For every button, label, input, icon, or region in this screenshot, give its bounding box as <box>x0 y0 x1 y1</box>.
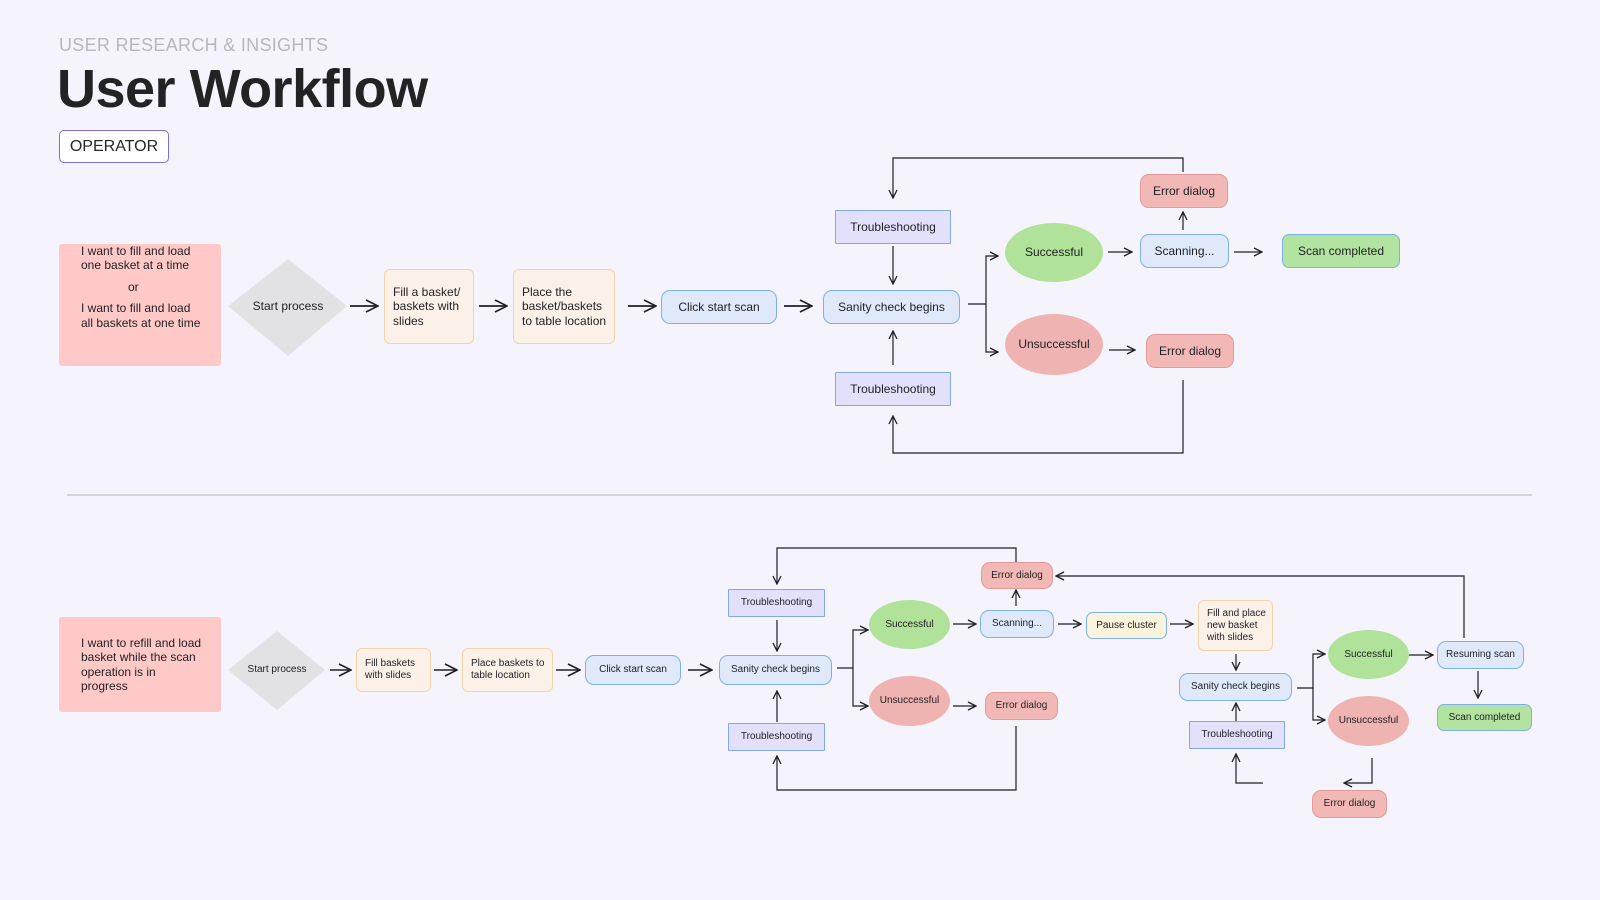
arrow <box>1312 688 1325 720</box>
sanity-check-step-2[interactable]: Sanity check begins <box>719 655 832 685</box>
arrow <box>893 157 1184 198</box>
troubleshooting-label: Troubleshooting <box>850 381 936 396</box>
pause-cluster-step[interactable]: Pause cluster <box>1086 612 1167 639</box>
arrow <box>985 304 998 352</box>
user-story-card-2: I want to refill and load basket while t… <box>59 617 221 712</box>
arrow <box>852 668 868 706</box>
start-decision-diamond-2 <box>228 631 325 710</box>
eyebrow-label: USER RESEARCH & INSIGHTS <box>59 35 329 55</box>
error-dialog-bottom-2[interactable]: Error dialog <box>1312 790 1387 818</box>
place-basket-step[interactable]: Place the basket/baskets to table locati… <box>513 269 615 344</box>
fill-basket-step[interactable]: Fill a basket/ baskets with slides <box>384 269 474 344</box>
scan-completed-step[interactable]: Scan completed <box>1282 234 1400 268</box>
successful-outcome-2: Successful <box>869 600 950 649</box>
sanity-check-label: Sanity check begins <box>1191 681 1280 692</box>
story-line: I want to fill and load <box>81 301 191 316</box>
fill-basket-label: Fill a basket/ baskets with slides <box>393 284 461 328</box>
click-start-scan-step-2[interactable]: Click start scan <box>585 655 681 685</box>
unsuccessful-outcome-3: Unsuccessful <box>1328 696 1409 746</box>
story-line: one basket at a time <box>81 258 190 273</box>
scan-completed-step-2[interactable]: Scan completed <box>1437 704 1532 731</box>
arrow <box>777 547 1017 584</box>
scanning-label: Scanning... <box>991 618 1043 629</box>
unsuccessful-outcome-2: Unsuccessful <box>869 676 950 726</box>
resuming-scan-label: Resuming scan <box>1446 649 1515 660</box>
unsuccessful-label: Unsuccessful <box>1338 715 1399 726</box>
scanning-step[interactable]: Scanning... <box>1140 234 1229 268</box>
successful-outcome: Successful <box>1005 223 1103 282</box>
troubleshooting-top-step-2[interactable]: Troubleshooting <box>728 589 825 617</box>
error-dialog-label: Error dialog <box>991 569 1043 581</box>
fill-new-basket-step[interactable]: Fill and place new basket with slides <box>1198 600 1273 651</box>
arrow <box>893 380 1184 454</box>
section-divider <box>67 494 1532 496</box>
error-dialog-label: Error dialog <box>1323 798 1376 809</box>
error-dialog-label: Error dialog <box>1152 183 1216 198</box>
arrow <box>968 256 998 305</box>
role-tag-label: OPERATOR <box>69 137 159 155</box>
story-line: I want to fill and load <box>81 244 191 258</box>
troubleshooting-label: Troubleshooting <box>1201 729 1273 740</box>
fill-baskets-step[interactable]: Fill baskets with slides <box>356 648 431 692</box>
sanity-check-label: Sanity check begins <box>838 299 945 314</box>
sanity-check-step[interactable]: Sanity check begins <box>823 290 960 324</box>
resuming-scan-step[interactable]: Resuming scan <box>1437 641 1524 669</box>
place-baskets-label: Place baskets to table location <box>471 658 545 681</box>
scan-completed-label: Scan completed <box>1448 711 1521 723</box>
page-title: User Workflow <box>57 59 428 119</box>
place-baskets-step[interactable]: Place baskets to table location <box>462 648 553 692</box>
scanning-step-2[interactable]: Scanning... <box>980 610 1054 638</box>
scanning-label: Scanning... <box>1154 243 1215 258</box>
error-dialog-mid-2[interactable]: Error dialog <box>985 692 1058 720</box>
start-process-label: Start process <box>252 298 324 313</box>
story-text: I want to refill and load basket while t… <box>81 635 202 693</box>
successful-label: Successful <box>885 618 934 630</box>
arrow <box>1236 754 1263 784</box>
fill-new-basket-label: Fill and place new basket with slides <box>1207 607 1266 643</box>
arrow <box>777 726 1017 791</box>
unsuccessful-label: Unsuccessful <box>879 695 940 706</box>
successful-label: Successful <box>1344 648 1393 660</box>
troubleshooting-bottom-step[interactable]: Troubleshooting <box>835 372 951 406</box>
arrow <box>1297 654 1325 689</box>
click-start-scan-label: Click start scan <box>678 299 760 314</box>
successful-label: Successful <box>1024 245 1084 260</box>
story-line: all baskets at one time <box>81 315 201 330</box>
unsuccessful-label: Unsuccessful <box>1018 337 1090 352</box>
story-line: or <box>128 279 139 294</box>
troubleshooting-label: Troubleshooting <box>850 219 936 234</box>
click-start-scan-step[interactable]: Click start scan <box>661 290 777 324</box>
error-dialog-label: Error dialog <box>1158 343 1222 358</box>
arrow <box>1344 758 1373 783</box>
role-tag[interactable]: OPERATOR <box>59 130 169 163</box>
error-dialog-top[interactable]: Error dialog <box>1140 174 1228 208</box>
scan-completed-label: Scan completed <box>1297 243 1385 258</box>
error-dialog-top-2[interactable]: Error dialog <box>981 562 1053 589</box>
troubleshooting-label: Troubleshooting <box>740 597 813 608</box>
troubleshooting-bottom-step-2[interactable]: Troubleshooting <box>728 723 825 751</box>
error-dialog-bottom[interactable]: Error dialog <box>1146 334 1234 368</box>
start-decision-diamond <box>228 259 347 356</box>
error-dialog-label: Error dialog <box>995 700 1048 711</box>
fill-baskets-label: Fill baskets with slides <box>365 658 416 681</box>
start-process-label-2: Start process <box>247 664 307 675</box>
pause-cluster-label: Pause cluster <box>1096 619 1157 631</box>
troubleshooting-label: Troubleshooting <box>740 731 813 742</box>
user-story-card: I want to fill and load one basket at a … <box>59 244 221 366</box>
arrow <box>1056 576 1465 638</box>
place-basket-label: Place the basket/baskets to table locati… <box>522 284 607 328</box>
unsuccessful-outcome: Unsuccessful <box>1005 314 1103 375</box>
troubleshooting-top-step[interactable]: Troubleshooting <box>835 210 951 244</box>
sanity-check-step-3[interactable]: Sanity check begins <box>1179 673 1292 701</box>
successful-outcome-3: Successful <box>1328 630 1409 679</box>
sanity-check-label: Sanity check begins <box>731 664 820 675</box>
troubleshooting-step-3[interactable]: Troubleshooting <box>1189 721 1285 749</box>
click-start-scan-label: Click start scan <box>599 664 667 675</box>
arrow <box>837 630 868 669</box>
